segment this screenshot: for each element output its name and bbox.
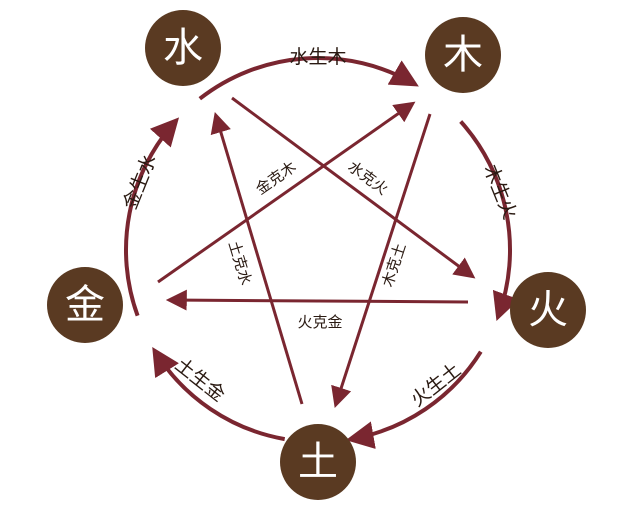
arc-metal-to-water (124, 117, 180, 317)
element-earth-char: 土 (298, 439, 338, 485)
label-metal-generates-water: 金生水 (119, 151, 161, 212)
arc-water-to-wood (198, 55, 419, 101)
element-wood: 木 (425, 17, 501, 93)
label-metal-overcomes-wood: 金克木 (252, 158, 299, 199)
element-water-char: 水 (163, 25, 203, 71)
label-earth-generates-metal: 土生金 (171, 354, 229, 406)
line-fire-overcomes-metal (165, 289, 469, 311)
element-earth: 土 (280, 424, 356, 500)
overcoming-labels: 水克火 火克金 金克木 木克土 土克水 (225, 157, 410, 331)
label-wood-overcomes-earth: 木克土 (378, 241, 409, 289)
line-wood-overcomes-earth (331, 113, 432, 408)
label-wood-generates-fire: 木生火 (479, 161, 521, 222)
arc-earth-to-metal (152, 346, 286, 442)
line-metal-overcomes-wood (157, 101, 416, 284)
element-fire-char: 火 (528, 287, 568, 333)
line-earth-overcomes-water (210, 111, 304, 405)
label-fire-overcomes-metal: 火克金 (297, 313, 342, 331)
line-water-overcomes-fire (231, 96, 476, 279)
element-water: 水 (145, 10, 221, 86)
element-wood-char: 木 (443, 32, 483, 78)
element-fire: 火 (510, 272, 586, 348)
overcoming-cycle-arrows (157, 96, 476, 408)
label-earth-overcomes-water: 土克水 (225, 239, 255, 287)
label-water-generates-wood: 水生木 (289, 46, 346, 68)
element-nodes: 水 木 火 土 金 (47, 10, 586, 500)
element-metal-char: 金 (65, 282, 105, 328)
arc-wood-to-fire (459, 120, 520, 321)
generating-labels: 水生木 木生火 火生土 土生金 金生水 (119, 46, 521, 411)
element-metal: 金 (47, 267, 123, 343)
label-water-overcomes-fire: 水克火 (345, 157, 392, 198)
arc-fire-to-earth (345, 350, 483, 449)
generating-cycle-arrows (124, 55, 520, 449)
